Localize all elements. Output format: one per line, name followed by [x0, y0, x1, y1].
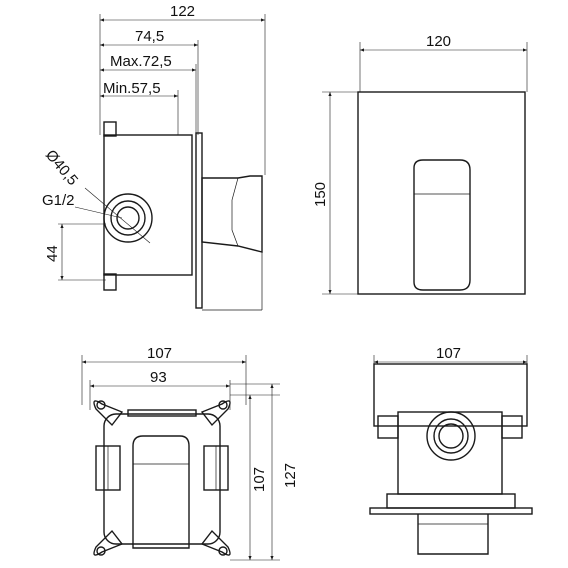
overall-width-label: 122 [170, 3, 195, 20]
mounting-ear-top-left [93, 400, 124, 427]
front-height-label: 150 [312, 182, 329, 207]
valve-body-outline [103, 134, 193, 276]
port-outer-ring [103, 193, 153, 243]
depth-label: 74,5 [135, 28, 164, 45]
diameter-label: Ø40,5 [42, 147, 81, 189]
front-lever [413, 159, 471, 291]
box-top-view: 107 [369, 345, 533, 555]
front-width-label: 120 [426, 33, 451, 50]
wall-plate-side [195, 132, 203, 309]
mounting-ear-bottom-left [93, 529, 124, 556]
box-inner-width-label: 93 [150, 369, 167, 386]
top-width-label: 107 [436, 345, 461, 362]
box-front-view: 107 93 107 127 [81, 345, 299, 561]
top-wall-plate [369, 507, 533, 515]
box-top-body [373, 363, 528, 427]
box-inner-height-label: 107 [251, 467, 268, 492]
box-outer-height-label: 127 [282, 463, 299, 488]
box-lever [132, 435, 190, 549]
depth-min-label: Min.57,5 [103, 80, 161, 97]
top-port-outer [426, 411, 476, 461]
mounting-ear-bottom-right [200, 529, 231, 556]
front-view: 120 150 [312, 33, 528, 295]
box-outer-width-label: 107 [147, 345, 172, 362]
front-plate [357, 91, 526, 295]
depth-max-label: Max.72,5 [110, 53, 172, 70]
top-lever-edge [417, 514, 489, 555]
mounting-ear-top-right [200, 400, 231, 427]
thread-label: G1/2 [42, 192, 75, 209]
box-body [103, 413, 221, 545]
port-height-label: 44 [44, 245, 61, 262]
side-view: 122 74,5 Max.72,5 Min.57,5 Ø40,5 G1/2 44 [42, 3, 266, 311]
